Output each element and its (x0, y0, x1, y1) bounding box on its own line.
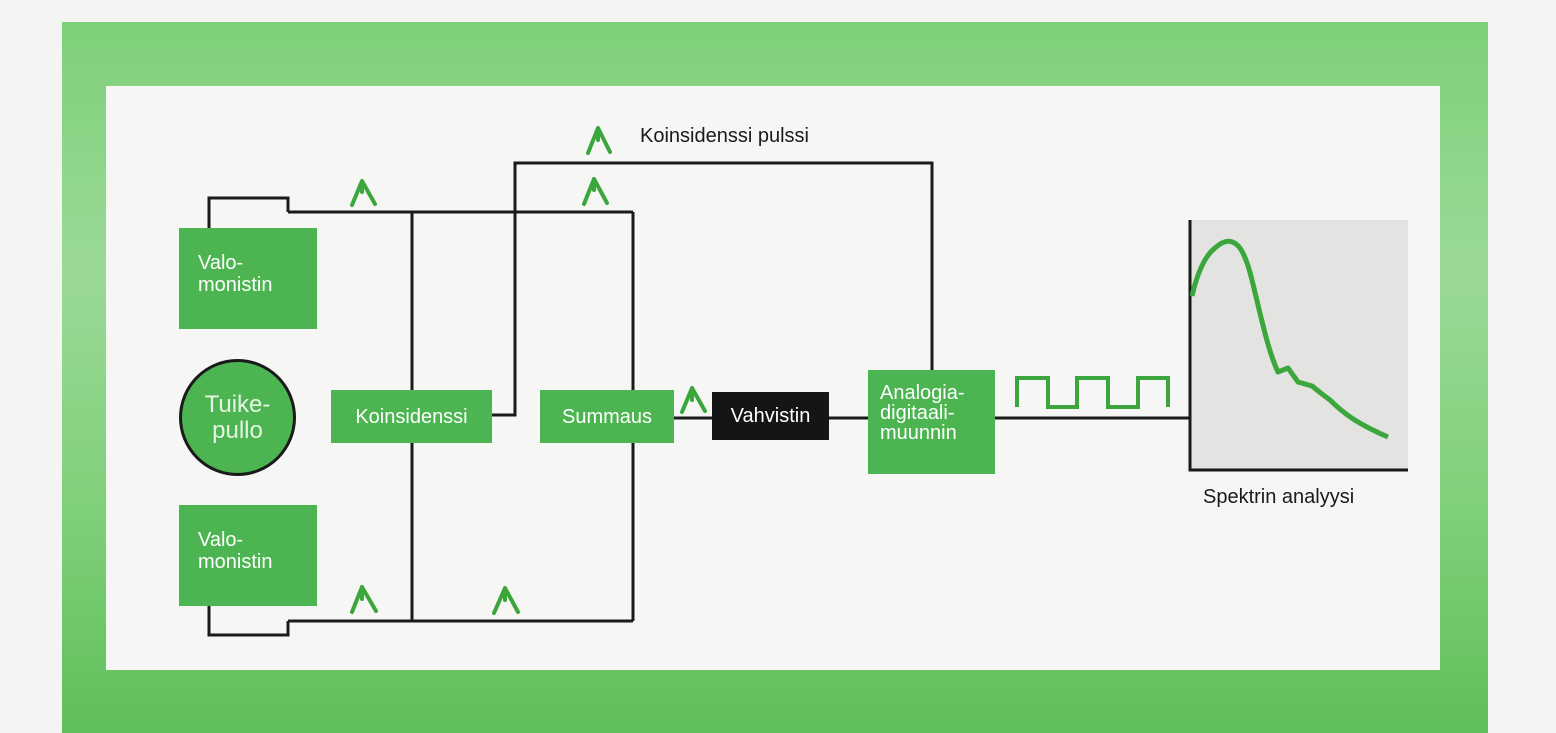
pulse-icon (350, 179, 377, 207)
square-wave-icon (1015, 376, 1170, 409)
coincidence-label: Koinsidenssi (355, 405, 468, 428)
vial-label-1: Tuike- (204, 390, 271, 418)
photomultiplier-top: Valo- monistin (179, 228, 317, 329)
summation-label: Summaus (561, 405, 653, 428)
summation-unit: Summaus (540, 390, 674, 443)
spectrum-plot (1188, 220, 1408, 472)
coincidence-pulse-label: Koinsidenssi pulssi (640, 125, 809, 147)
adc-unit: Analogia- digitaali- muunnin (868, 370, 995, 474)
pmt-top-label-2: monistin (198, 274, 273, 296)
adc-label-2: digitaali- (880, 402, 955, 424)
coincidence-unit: Koinsidenssi (331, 390, 492, 443)
spectrum-curve-icon (1189, 238, 1389, 440)
adc-label-1: Analogia- (880, 382, 965, 404)
pulse-icon (350, 585, 378, 614)
pmt-top-label-1: Valo- (198, 252, 244, 274)
spectrum-analysis-label: Spektrin analyysi (1203, 486, 1355, 508)
amplifier-unit: Vahvistin (712, 392, 829, 440)
pulse-icon (582, 177, 609, 206)
pulse-icon (492, 586, 520, 615)
photomultiplier-bottom: Valo- monistin (179, 505, 317, 606)
pmt-bottom-label-1: Valo- (198, 529, 244, 551)
pmt-bottom-label-2: monistin (198, 551, 273, 573)
pulse-icon (680, 386, 707, 414)
scintillation-vial: Tuike- pullo (179, 359, 296, 476)
vial-label-2: pullo (212, 416, 263, 444)
adc-label-3: muunnin (880, 422, 957, 444)
pulse-icon (586, 126, 612, 155)
amplifier-label: Vahvistin (730, 405, 811, 427)
